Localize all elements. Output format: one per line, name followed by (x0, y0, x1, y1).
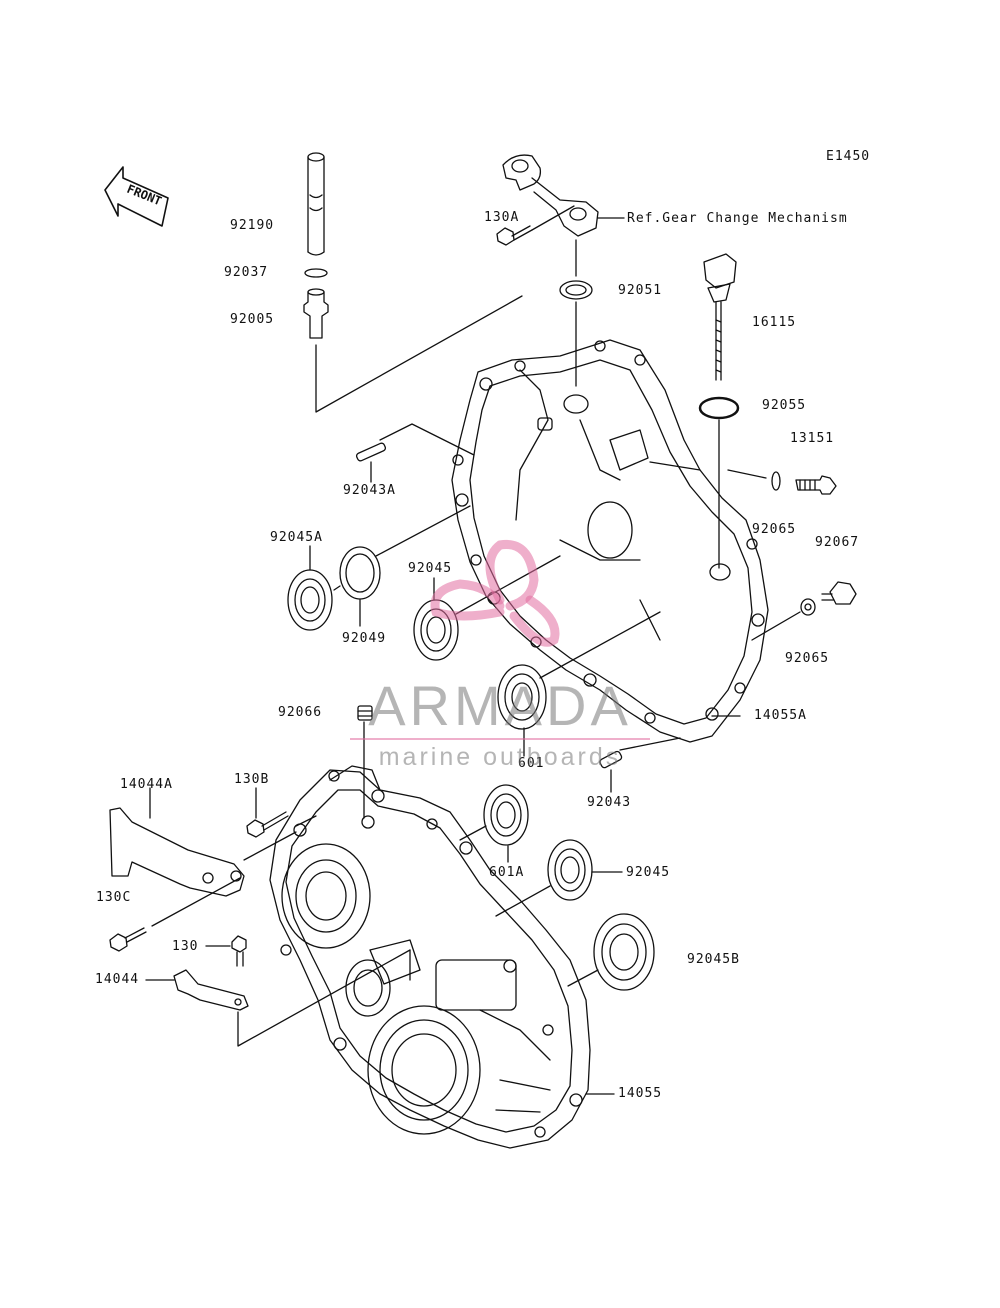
pipe-92190 (307, 152, 325, 256)
bolt-130 (231, 935, 247, 967)
part-label-92190: 92190 (230, 218, 275, 233)
part-label-92045-upper: 92045 (408, 561, 453, 576)
part-label-92045-lower: 92045 (626, 865, 671, 880)
bracket-14044A (109, 807, 245, 897)
part-label-130A: 130A (484, 210, 520, 225)
washer-92065-top (771, 471, 781, 491)
front-arrow-icon: FRONT (104, 166, 169, 227)
washer-92065-mid (800, 598, 816, 616)
part-label-92066: 92066 (278, 705, 323, 720)
switch-13151 (795, 475, 837, 495)
dowel-92043 (599, 750, 623, 769)
part-label-14044A: 14044A (120, 777, 173, 792)
armada-logo-icon (430, 539, 560, 647)
part-label-92051: 92051 (618, 283, 663, 298)
bearing-92045-lower (547, 839, 593, 901)
watermark-divider (350, 738, 650, 740)
part-label-130B: 130B (234, 772, 270, 787)
part-label-92055: 92055 (762, 398, 807, 413)
diagram-code: E1450 (826, 149, 871, 164)
part-label-92049: 92049 (342, 631, 387, 646)
watermark-brand: ARMADA (368, 674, 632, 737)
part-label-92067: 92067 (815, 535, 860, 550)
plug-92067 (821, 581, 857, 605)
fitting-92005 (303, 288, 329, 339)
part-label-92043: 92043 (587, 795, 632, 810)
oring-92037 (304, 268, 328, 278)
bolt-130C (109, 927, 147, 952)
watermark-tagline: marine outboards (378, 743, 622, 771)
dowel-92043A (355, 442, 387, 462)
part-label-92045A: 92045A (270, 530, 323, 545)
part-label-92045B: 92045B (687, 952, 740, 967)
reference-note: Ref.Gear Change Mechanism (627, 211, 848, 226)
part-label-14055A: 14055A (754, 708, 807, 723)
oring-92055 (698, 396, 740, 420)
bearing-601 (497, 664, 547, 730)
part-label-92065-mid: 92065 (785, 651, 830, 666)
bracket-14044 (173, 969, 249, 1011)
bolt-130A (496, 225, 533, 246)
bearing-92045B (593, 913, 655, 991)
part-label-92005: 92005 (230, 312, 275, 327)
shift-arm-part (502, 154, 599, 237)
seal-92051 (559, 280, 593, 300)
part-label-13151: 13151 (790, 431, 835, 446)
bolt-130B (246, 811, 289, 838)
part-label-601: 601 (518, 756, 545, 771)
part-label-16115: 16115 (752, 315, 797, 330)
part-label-92065-top: 92065 (752, 522, 797, 537)
part-label-130C: 130C (96, 890, 132, 905)
part-label-130: 130 (172, 939, 199, 954)
bearing-92045A (287, 569, 333, 631)
lower-case-14055 (269, 765, 591, 1149)
part-label-92037: 92037 (224, 265, 269, 280)
upper-case-14055A (451, 339, 769, 743)
dipstick-16115 (703, 253, 737, 381)
seal-92049 (339, 546, 381, 600)
part-label-92043A: 92043A (343, 483, 396, 498)
part-label-14044: 14044 (95, 972, 140, 987)
part-label-14055: 14055 (618, 1086, 663, 1101)
part-label-601A: 601A (489, 865, 525, 880)
plug-92066 (357, 705, 373, 721)
bearing-601A (483, 784, 529, 846)
